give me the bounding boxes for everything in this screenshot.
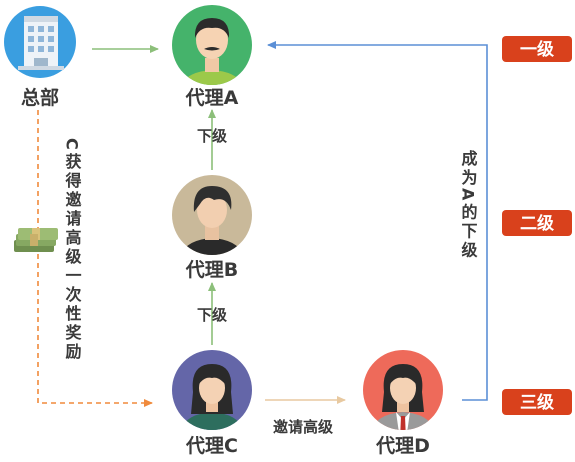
agent-c-label: 代理C bbox=[185, 435, 238, 457]
tier-badge-level2: 二级 bbox=[502, 210, 572, 236]
money-stack-icon bbox=[14, 228, 58, 252]
agent-d-avatar bbox=[363, 350, 443, 430]
agent-b-avatar bbox=[172, 175, 252, 255]
hq-label: 总部 bbox=[21, 86, 59, 109]
edge-label-b-to-c: 下级 bbox=[197, 306, 228, 324]
tier-badge-level1: 一级 bbox=[502, 36, 572, 62]
agent-b-label: 代理B bbox=[185, 259, 238, 281]
hq-building-icon bbox=[4, 6, 76, 78]
tier-label-level2: 二级 bbox=[520, 213, 554, 234]
tier-badge-level3: 三级 bbox=[502, 389, 572, 415]
edge-label-hq-to-c: C获得邀请高级一次性奖励 bbox=[63, 138, 83, 362]
edge-label-a-to-b: 下级 bbox=[197, 127, 228, 145]
edge-hq-to-c bbox=[37, 110, 153, 407]
agent-a-label: 代理A bbox=[185, 87, 239, 109]
tier-label-level3: 三级 bbox=[520, 392, 554, 413]
edge-label-c-to-d: 邀请高级 bbox=[273, 418, 334, 436]
tier-label-level1: 一级 bbox=[520, 39, 554, 60]
agent-a-avatar bbox=[172, 5, 252, 85]
edge-label-d-to-a: 成为A的下级 bbox=[459, 149, 478, 260]
agent-d-label: 代理D bbox=[375, 435, 430, 457]
agent-c-avatar bbox=[172, 350, 252, 430]
edge-d-to-a bbox=[267, 41, 488, 401]
